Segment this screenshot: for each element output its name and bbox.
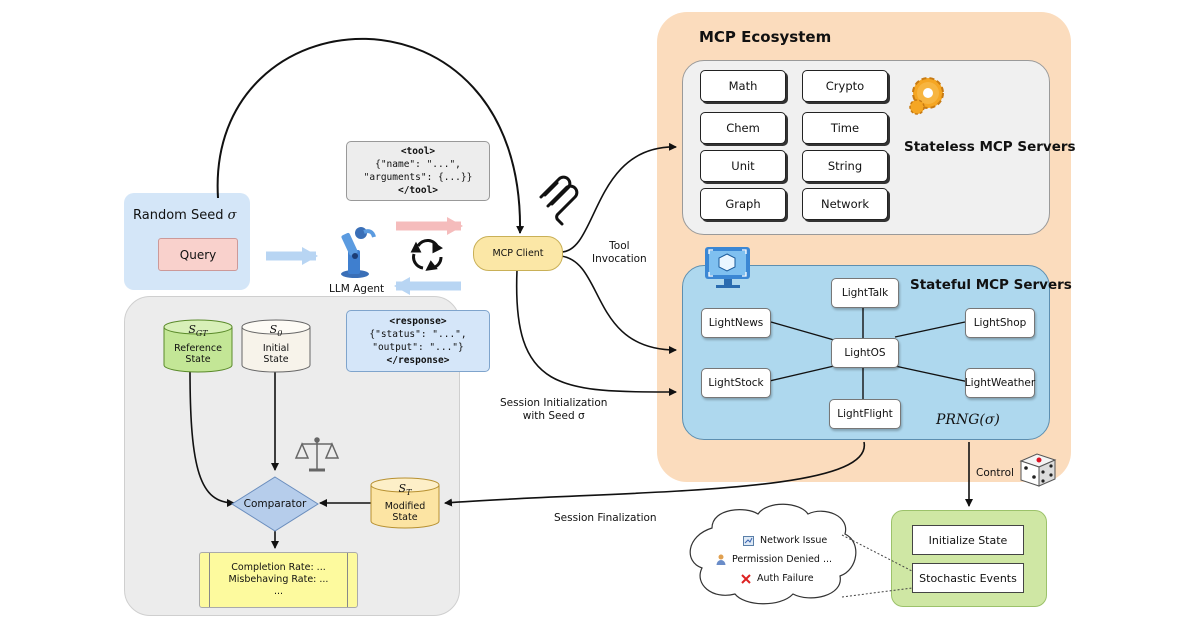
mcp-client-node: MCP Client [473,236,563,271]
mcp-ecosystem-title: MCP Ecosystem [699,28,832,46]
session-init-label: Session Initialization with Seed σ [500,397,608,422]
stateless-servers-title: Stateless MCP Servers [904,139,1076,155]
results-box: Completion Rate: ... Misbehaving Rate: .… [199,552,358,608]
server-lightstock: LightStock [701,368,771,398]
session-finalization-label: Session Finalization [554,512,657,524]
results-more: ... [273,586,284,597]
server-unit: Unit [700,150,786,182]
comparator-label: Comparator [243,498,307,510]
control-label: Control [976,467,1014,479]
chart-icon [743,535,754,546]
initialize-state-item: Initialize State [912,525,1024,555]
server-chem: Chem [700,112,786,144]
llm-agent-label: LLM Agent [329,283,385,295]
server-lightos: LightOS [831,338,899,368]
session-init-arrow [515,269,677,396]
completion-rate: Completion Rate: ... [231,562,326,573]
server-string: String [802,150,888,182]
server-network: Network [802,188,888,220]
server-lightflight: LightFlight [829,399,901,429]
server-graph: Graph [700,188,786,220]
server-lightshop: LightShop [965,308,1035,338]
cross-icon [741,573,751,584]
robot-arm-icon [341,227,376,278]
tool-call-box: <tool> {"name": "...", "arguments": {...… [346,141,490,201]
server-lightweather: LightWeather [965,368,1035,398]
mcp-logo-icon [539,175,579,226]
prng-label: PRNG(σ) [936,412,1000,428]
seed-to-client-arrow [216,37,525,234]
server-math: Math [700,70,786,102]
tool-response-box: <response> {"status": "...", "output": "… [346,310,490,372]
event-network-issue: Network Issue [743,535,827,546]
random-seed-title: Random Seed σ [133,208,237,223]
person-icon [716,554,726,565]
stateful-servers-title: Stateful MCP Servers [910,277,1072,293]
stochastic-events-item: Stochastic Events [912,563,1024,593]
reference-state-symbol: SGT [188,323,208,339]
seed-symbol: σ [227,208,237,223]
query-box: Query [158,238,238,271]
server-crypto: Crypto [802,70,888,102]
server-lightnews: LightNews [701,308,771,338]
cycle-icon [410,239,443,271]
event-auth-failure: Auth Failure [741,573,814,584]
initial-state-symbol: S0 [269,323,283,339]
server-time: Time [802,112,888,144]
tool-invocation-label: Tool Invocation [592,240,647,265]
server-lighttalk: LightTalk [831,278,899,308]
modified-state-symbol: ST [398,482,412,498]
event-permission-denied: Permission Denied ... [716,554,832,565]
misbehaving-rate: Misbehaving Rate: ... [228,574,329,585]
